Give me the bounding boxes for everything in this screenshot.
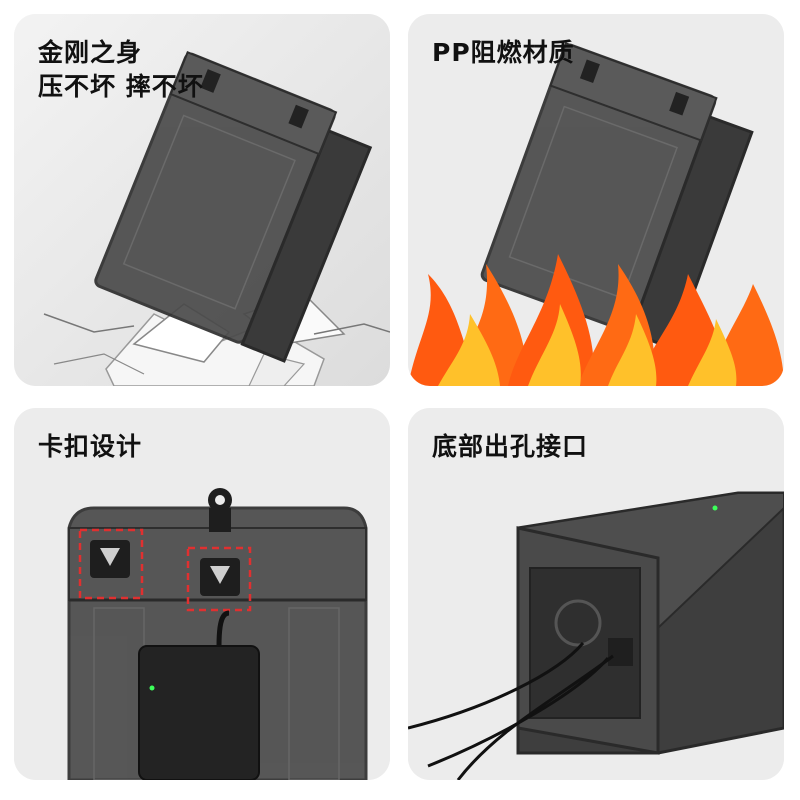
feature-panel-cable-port: 底部出孔接口 <box>408 408 784 780</box>
feature-caption: 卡扣设计 <box>38 430 142 464</box>
flame-icon <box>408 254 784 386</box>
caption-line: 底部出孔接口 <box>432 432 589 461</box>
cable-port-illustration <box>408 408 784 780</box>
caption-line: PP阻燃材质 <box>432 38 575 67</box>
latch-icon <box>208 488 232 532</box>
flame-illustration <box>408 14 784 386</box>
feature-panel-latch: 卡扣设计 <box>14 408 390 780</box>
feature-panel-flame-retardant: PP阻燃材质 <box>408 14 784 386</box>
latch-icon <box>579 59 600 84</box>
caption-line: 压不坏 摔不坏 <box>38 72 204 101</box>
cable-icon <box>216 610 230 647</box>
caption-line: 卡扣设计 <box>38 432 143 461</box>
caption-line: 金刚之身 <box>38 38 143 67</box>
feature-caption: 底部出孔接口 <box>432 430 588 464</box>
feature-panel-durability: 金刚之身 压不坏 摔不坏 <box>14 14 390 386</box>
feature-caption: PP阻燃材质 <box>432 36 575 70</box>
cable-icon <box>408 642 614 780</box>
latch-icon <box>90 540 130 578</box>
feature-caption: 金刚之身 压不坏 摔不坏 <box>38 36 204 104</box>
latch-closeup-illustration <box>14 408 390 780</box>
latch-icon <box>288 104 309 129</box>
latch-icon <box>200 558 240 596</box>
latch-icon <box>669 91 690 116</box>
crushed-ground-illustration <box>14 14 390 386</box>
latch-icon <box>200 69 221 93</box>
